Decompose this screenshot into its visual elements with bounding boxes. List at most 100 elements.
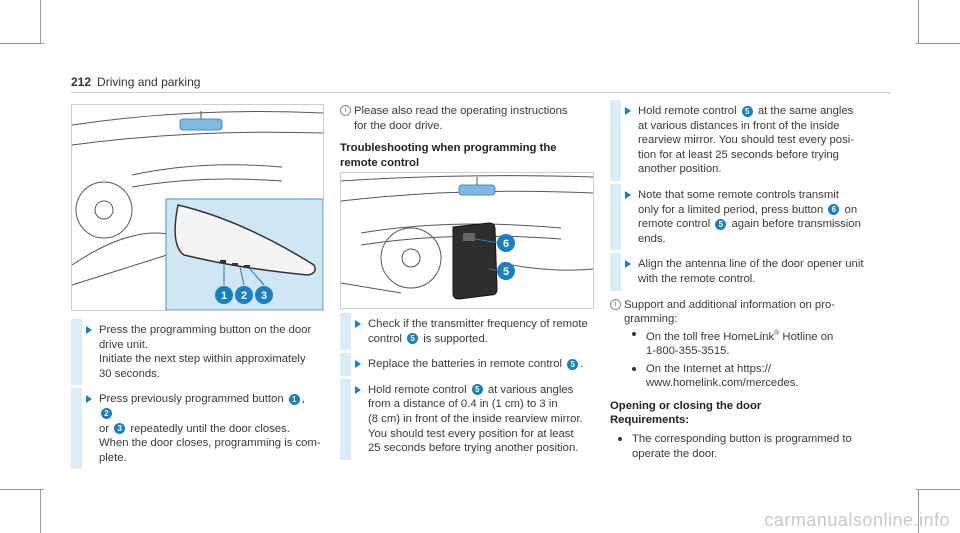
- callout-group: 6 5: [497, 234, 515, 280]
- text-line: (8 cm) in front of the inside rearview m…: [368, 412, 583, 425]
- bullet-dot: [632, 366, 636, 371]
- text: repeatedly until the door closes.: [130, 422, 290, 435]
- text-line: Press previously programmed button 1, 2: [99, 392, 322, 421]
- text-line: Hold remote control 5 at the same angles: [638, 104, 890, 119]
- text-line: tion for at least 25 seconds before tryi…: [638, 148, 839, 161]
- remote-button: [463, 233, 475, 241]
- step-bar: [610, 253, 621, 291]
- instruction-step: Hold remote control 5 at various angles …: [340, 378, 592, 460]
- remote-control-shape: [452, 222, 498, 300]
- text-line: Replace the batteries in remote control …: [368, 357, 592, 372]
- text-line: control 5 is supported.: [368, 332, 592, 347]
- text: Hold remote control: [368, 383, 467, 396]
- callout-badge: 5: [407, 333, 419, 345]
- text: Press previously programmed button: [99, 393, 284, 406]
- text-line: Check if the transmitter frequency of re…: [368, 318, 588, 330]
- requirements-heading: Requirements:: [610, 414, 690, 427]
- instruction-step: Align the antenna line of the door opene…: [610, 253, 890, 291]
- text-line: Please also read the operating instructi…: [354, 105, 568, 117]
- text-line: remote control 5 again before transmissi…: [638, 217, 890, 232]
- text: only for a limited period, press button: [638, 203, 824, 216]
- text-line: or 3 repeatedly until the door closes.: [99, 422, 322, 437]
- text-line: ends.: [638, 232, 666, 245]
- header-divider: [71, 92, 891, 93]
- list-item: On the toll free HomeLink® Hotline on 1-…: [624, 327, 890, 359]
- arrow-icon: [86, 326, 92, 334]
- column-1: Press the programming button on the door…: [71, 319, 322, 476]
- bullet-dot: [618, 437, 622, 442]
- text-line: Troubleshooting when programming the: [340, 142, 557, 155]
- callout-badge: 3: [114, 423, 126, 435]
- text-line: drive unit.: [99, 338, 148, 351]
- callout-group: 1 2 3: [215, 286, 273, 304]
- page-number: 212: [71, 75, 92, 89]
- crop-mark: [916, 43, 960, 44]
- list-item: The corresponding button is programmed t…: [610, 432, 890, 461]
- text-line: You should test every position for at le…: [368, 427, 574, 440]
- text-line: The corresponding button is programmed t…: [632, 433, 852, 446]
- crop-mark: [918, 0, 919, 44]
- callout-1: 1: [221, 290, 227, 302]
- instruction-step: Press previously programmed button 1, 2 …: [71, 388, 322, 470]
- watermark: carmanualsonline.info: [764, 510, 950, 530]
- text: .: [580, 358, 584, 371]
- text-line: operate the door.: [632, 447, 718, 460]
- instruction-step: Hold remote control 5 at the same angles…: [610, 100, 890, 181]
- step-bar: [71, 388, 82, 470]
- crop-mark: [40, 489, 41, 533]
- arrow-icon: [625, 190, 631, 199]
- text: ,: [301, 393, 305, 406]
- text: Hotline on: [782, 330, 834, 343]
- crop-mark: [918, 489, 919, 533]
- step-bar: [340, 353, 351, 376]
- text: On the toll free HomeLink: [646, 330, 775, 343]
- registered-mark: ®: [774, 329, 780, 337]
- text-line: rearview mirror. You should test every p…: [638, 134, 854, 147]
- text-line: 25 seconds before trying another positio…: [368, 442, 579, 455]
- crop-mark: [0, 43, 44, 44]
- mirror-buttons-figure: 1 2 3: [71, 104, 324, 311]
- column-3: Hold remote control 5 at the same angles…: [610, 100, 890, 464]
- arrow-icon: [355, 385, 361, 394]
- text-line: gramming:: [624, 313, 678, 326]
- callout-5: 5: [503, 266, 509, 278]
- callout-badge: 5: [471, 384, 483, 396]
- text-line: When the door closes, programming is com…: [99, 437, 321, 450]
- text-line: only for a limited period, press button …: [638, 203, 890, 218]
- text: Hold remote control: [638, 105, 737, 117]
- crop-mark: [0, 489, 44, 490]
- text: or: [99, 422, 110, 435]
- text: again before transmission: [731, 218, 861, 231]
- step-bar: [340, 313, 351, 351]
- text: at various angles: [487, 383, 574, 396]
- callout-badge: 5: [567, 358, 579, 370]
- text-line: Align the antenna line of the door opene…: [638, 258, 864, 271]
- text-line: Hold remote control 5 at various angles: [368, 383, 592, 398]
- url-text: www.homelink.com/mercedes.: [646, 377, 799, 390]
- bullet-dot: [632, 331, 636, 336]
- text: is supported.: [423, 332, 488, 345]
- arrow-icon: [625, 107, 631, 115]
- remote-control-figure: 6 5: [340, 172, 594, 309]
- step-bar: [610, 100, 621, 181]
- text-line: remote control: [340, 156, 420, 169]
- text: on: [844, 203, 858, 216]
- callout-badge: 2: [101, 408, 112, 420]
- callout-6: 6: [503, 238, 509, 250]
- step-bar: [610, 183, 621, 251]
- info-note: i Support and additional information on …: [610, 298, 890, 391]
- phone-number: 1-800-355-3515.: [646, 345, 730, 358]
- text-line: with the remote control.: [638, 272, 756, 285]
- rearview-mirror-shape: [174, 204, 316, 276]
- page-header: 212 Driving and parking: [71, 75, 200, 89]
- text-line: On the Internet at https://: [646, 362, 771, 375]
- section-title: Driving and parking: [97, 75, 201, 89]
- arrow-icon: [355, 320, 361, 328]
- arrow-icon: [86, 395, 92, 404]
- text: control: [368, 332, 402, 345]
- text-line: Support and additional information on pr…: [624, 298, 836, 311]
- car-interior-illustration: 1 2 3: [72, 111, 323, 310]
- instruction-step: Note that some remote controls transmit …: [610, 183, 890, 251]
- column-2-steps: Check if the transmitter frequency of re…: [340, 313, 592, 467]
- crop-mark: [40, 0, 41, 44]
